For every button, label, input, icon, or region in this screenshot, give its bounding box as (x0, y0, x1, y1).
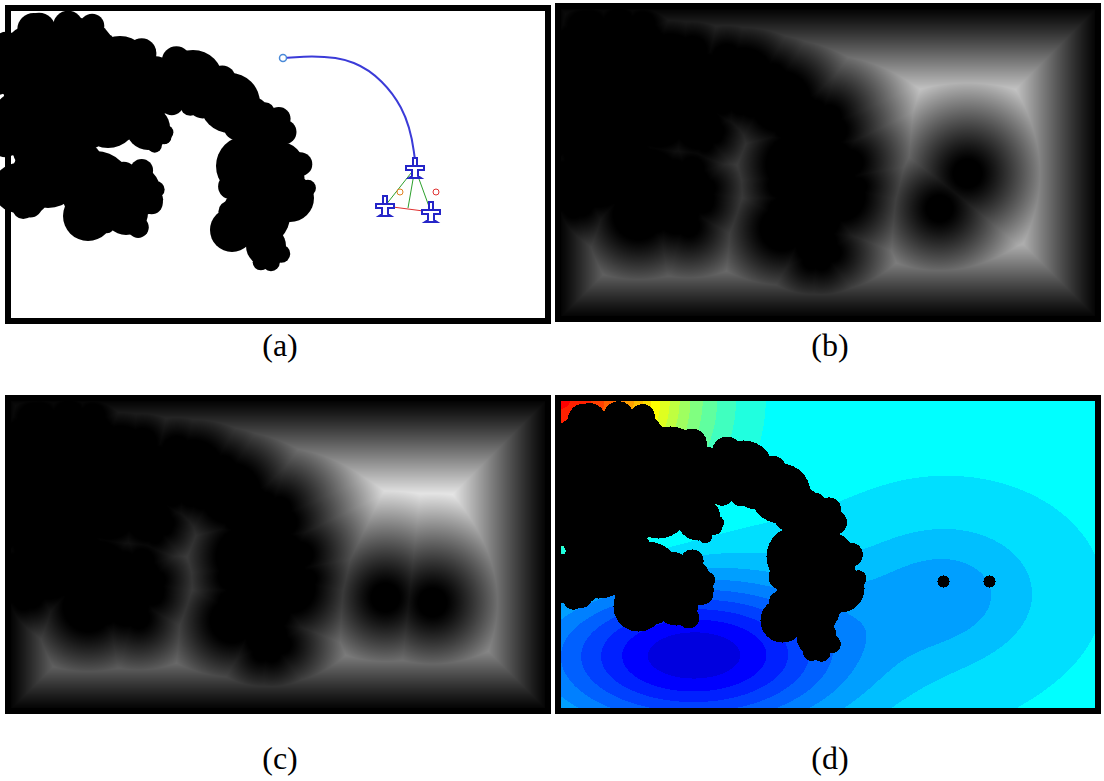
obstacle (80, 126, 102, 148)
obstacle (99, 218, 114, 233)
panel-frame (8, 398, 548, 711)
obstacle (53, 11, 83, 41)
distance-field (8, 398, 548, 711)
obstacle (255, 102, 274, 121)
obstacle (250, 179, 272, 201)
obstacle (195, 94, 213, 112)
obstacle (272, 245, 290, 263)
drone (376, 196, 394, 216)
obstacle (32, 55, 55, 78)
obstacle (281, 166, 304, 189)
scene-panel (0, 8, 548, 321)
obstacle (0, 179, 5, 195)
obstacle (209, 65, 236, 92)
obstacle (243, 219, 256, 232)
obstacle (251, 181, 269, 199)
panel-label: (c) (262, 740, 298, 777)
formation-link (385, 168, 415, 206)
obstacle (218, 201, 239, 222)
obstacle (127, 217, 148, 238)
trajectory (283, 56, 415, 160)
obstacle (122, 106, 144, 128)
obstacle (130, 159, 153, 182)
panel-label: (d) (811, 740, 848, 777)
obstacle (157, 57, 183, 83)
panel-frame (8, 8, 548, 321)
obstacle (255, 140, 278, 163)
distance-field (558, 6, 1098, 319)
panel-label: (a) (262, 327, 298, 364)
obstacle (77, 185, 97, 205)
panel-label: (b) (811, 327, 848, 364)
obstacle (92, 34, 117, 59)
obstacle (54, 12, 82, 40)
obstacle (80, 126, 103, 149)
panel-frame (558, 6, 1098, 319)
value-field (558, 398, 1098, 711)
obstacle (133, 52, 154, 73)
obstacle (148, 181, 165, 198)
obstacle (23, 13, 56, 46)
obstacle (13, 156, 38, 181)
panel-frame (558, 398, 1098, 711)
obstacle (129, 190, 150, 211)
drone (422, 202, 440, 222)
obstacle (58, 158, 84, 184)
obstacle (13, 198, 34, 219)
obstacle (129, 190, 150, 211)
obstacle (106, 192, 120, 206)
obstacle (147, 138, 161, 152)
start-point (280, 55, 287, 62)
drone (406, 158, 424, 178)
obstacle (255, 255, 269, 269)
